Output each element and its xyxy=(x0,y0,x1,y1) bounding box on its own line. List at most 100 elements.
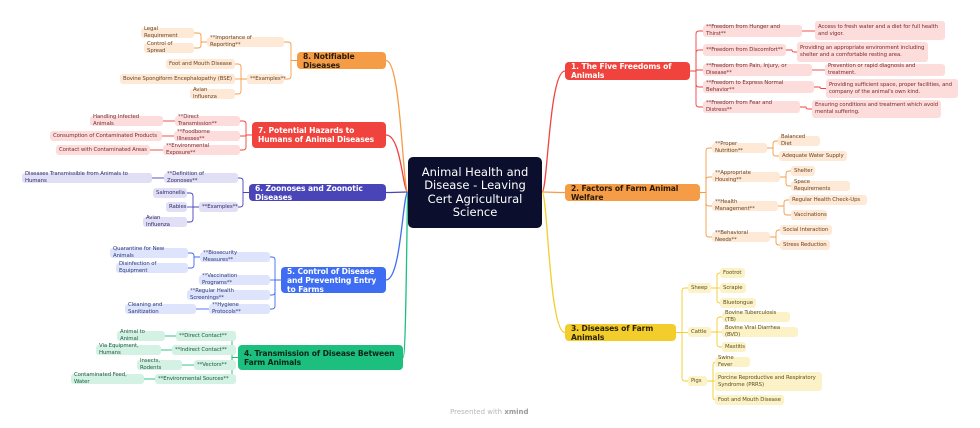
detail-topic[interactable]: Disinfection of Equipment xyxy=(116,261,188,274)
detail-topic[interactable]: Footrot xyxy=(720,268,745,278)
subtopic[interactable]: **Freedom from Hunger and Thirst** xyxy=(703,24,802,37)
detail-topic[interactable]: Prevention or rapid diagnosis and treatm… xyxy=(825,63,945,76)
detail-topic[interactable]: Consumption of Contaminated Products xyxy=(50,131,162,141)
subtopic[interactable]: **Vaccination Programs** xyxy=(199,273,270,286)
detail-topic[interactable]: Insects, Rodents xyxy=(137,358,182,371)
subtopic[interactable]: **Hygiene Protocols** xyxy=(209,302,270,315)
branch-8[interactable]: 8. Notifiable Diseases xyxy=(297,52,386,70)
detail-topic[interactable]: Animal to Animal xyxy=(117,329,165,342)
detail-topic-label: Diseases Transmissible from Animals to H… xyxy=(25,171,128,184)
detail-topic[interactable]: Bovine Tuberculosis (TB) xyxy=(722,310,790,323)
subtopic[interactable]: Sheep xyxy=(688,283,711,293)
detail-topic-label: Access to fresh water and a diet for ful… xyxy=(818,23,938,37)
subtopic-connector xyxy=(690,30,703,72)
subtopic[interactable]: **Biosecurity Measures** xyxy=(200,250,270,263)
detail-topic[interactable]: Contaminated Feed, Water xyxy=(71,372,144,385)
subtopic[interactable]: **Freedom to Express Normal Behavior** xyxy=(703,80,814,93)
detail-topic-label: Avian Influenza xyxy=(193,87,217,100)
subtopic[interactable]: **Direct Transmission** xyxy=(175,114,240,127)
detail-topic-label: Regular Health Check-Ups xyxy=(792,196,861,203)
detail-topic[interactable]: Diseases Transmissible from Animals to H… xyxy=(22,171,152,184)
detail-topic[interactable]: Porcine Reproductive and Respiratory Syn… xyxy=(715,372,822,391)
subtopic[interactable]: **Examples** xyxy=(199,202,238,212)
detail-topic[interactable]: Via Equipment, Humans xyxy=(96,343,161,356)
subtopic[interactable]: **Importance of Reporting** xyxy=(207,35,284,48)
detail-topic[interactable]: Space Requirements xyxy=(791,179,850,192)
detail-topic[interactable]: Shelter xyxy=(791,166,815,176)
subtopic-connector xyxy=(238,192,249,208)
detail-topic-label: Rabies xyxy=(169,203,187,210)
detail-topic[interactable]: Vaccinations xyxy=(791,210,827,220)
detail-topic[interactable]: Swine Fever xyxy=(715,355,750,368)
subtopic[interactable]: **Indirect Contact** xyxy=(172,345,236,355)
detail-topic[interactable]: Rabies xyxy=(166,202,187,212)
detail-topic[interactable]: Access to fresh water and a diet for ful… xyxy=(815,21,945,40)
subtopic[interactable]: **Health Management** xyxy=(712,199,778,212)
branch-5[interactable]: 5. Control of Disease and Preventing Ent… xyxy=(281,267,386,294)
detail-topic[interactable]: Avian Influenza xyxy=(143,215,187,228)
subtopic-label: **Importance of Reporting** xyxy=(210,35,252,48)
subtopic[interactable]: **Foodborne Illnesses** xyxy=(174,129,240,142)
subtopic-label: Sheep xyxy=(691,284,708,291)
detail-topic[interactable]: Providing sufficient space, proper facil… xyxy=(826,79,958,98)
subtopic-label: **Behavioral Needs** xyxy=(715,230,748,243)
detail-topic[interactable]: Adequate Water Supply xyxy=(779,151,847,161)
detail-topic[interactable]: Bluetongue xyxy=(720,298,756,308)
detail-topic[interactable]: Balanced Diet xyxy=(778,134,820,147)
subtopic[interactable]: **Environmental Sources** xyxy=(155,374,236,384)
detail-connector xyxy=(767,140,778,149)
detail-topic[interactable]: Stress Reduction xyxy=(780,240,830,250)
detail-connector xyxy=(800,106,812,110)
branch-1[interactable]: 1. The Five Freedoms of Animals xyxy=(565,62,690,80)
detail-connector xyxy=(194,41,207,49)
detail-topic[interactable]: Quarantine for New Animals xyxy=(110,246,188,259)
detail-topic[interactable]: Bovine Viral Diarrhea (BVD) xyxy=(722,325,798,338)
detail-connector xyxy=(188,256,200,269)
subtopic[interactable]: **Vectors** xyxy=(194,360,236,370)
subtopic[interactable]: Cattle xyxy=(688,327,711,337)
detail-topic[interactable]: Bovine Spongiform Encephalopathy (BSE) xyxy=(120,74,235,84)
detail-topic[interactable]: Providing an appropriate environment inc… xyxy=(797,42,928,62)
detail-topic[interactable]: Mastitis xyxy=(722,342,746,352)
detail-topic[interactable]: Legal Requirement xyxy=(141,26,194,39)
subtopic-label: **Freedom to Express Normal Behavior** xyxy=(706,80,784,93)
subtopic[interactable]: **Behavioral Needs** xyxy=(712,230,770,243)
branch-7[interactable]: 7. Potential Hazards to Humans of Animal… xyxy=(252,122,386,148)
detail-topic[interactable]: Social Interaction xyxy=(780,225,832,235)
subtopic[interactable]: Pigs xyxy=(688,376,707,386)
branch-2[interactable]: 2. Factors of Farm Animal Welfare xyxy=(565,184,700,202)
subtopic[interactable]: **Direct Contact** xyxy=(176,331,236,341)
subtopic[interactable]: **Freedom from Discomfort** xyxy=(703,44,786,56)
detail-topic-label: Vaccinations xyxy=(794,211,827,218)
subtopic[interactable]: **Freedom from Fear and Distress** xyxy=(703,100,800,113)
subtopic[interactable]: **Regular Health Screenings** xyxy=(187,288,270,301)
branch-3[interactable]: 3. Diseases of Farm Animals xyxy=(565,324,676,342)
branch-6[interactable]: 6. Zoonoses and Zoonotic Diseases xyxy=(249,184,386,202)
detail-topic-label: Via Equipment, Humans xyxy=(99,343,139,356)
detail-topic-label: Control of Spread xyxy=(147,41,173,54)
detail-topic[interactable]: Foot and Mouth Disease xyxy=(166,59,235,69)
detail-topic-label: Providing sufficient space, proper facil… xyxy=(829,81,952,95)
detail-topic[interactable]: Handling Infected Animals xyxy=(90,114,163,127)
branch-connector xyxy=(541,70,566,193)
subtopic[interactable]: **Proper Nutrition** xyxy=(712,141,767,154)
central-topic[interactable]: Animal Health and Disease - Leaving Cert… xyxy=(408,157,542,228)
subtopic[interactable]: **Freedom from Pain, Injury, or Disease*… xyxy=(703,63,812,76)
detail-topic[interactable]: Salmonella xyxy=(153,188,187,198)
subtopic[interactable]: **Environmental Exposure** xyxy=(163,143,240,156)
subtopic[interactable]: **Examples** xyxy=(247,74,286,84)
detail-topic[interactable]: Control of Spread xyxy=(144,41,194,54)
detail-topic[interactable]: Contact with Contaminated Areas xyxy=(56,145,150,155)
detail-topic[interactable]: Ensuring conditions and treatment which … xyxy=(812,100,941,118)
branch-4[interactable]: 4. Transmission of Disease Between Farm … xyxy=(238,345,403,370)
subtopic[interactable]: **Definition of Zoonoses** xyxy=(164,171,238,184)
detail-topic[interactable]: Foot and Mouth Disease xyxy=(715,395,784,405)
detail-topic[interactable]: Scrapie xyxy=(720,283,746,293)
subtopic-connector xyxy=(284,60,297,80)
detail-topic[interactable]: Regular Health Check-Ups xyxy=(789,195,867,205)
xmind-logo: xmind xyxy=(504,408,529,416)
detail-topic[interactable]: Avian Influenza xyxy=(190,87,235,100)
subtopic[interactable]: **Appropriate Housing** xyxy=(712,170,780,183)
detail-topic-label: Footrot xyxy=(723,269,742,276)
detail-topic[interactable]: Cleaning and Sanitization xyxy=(125,302,196,315)
